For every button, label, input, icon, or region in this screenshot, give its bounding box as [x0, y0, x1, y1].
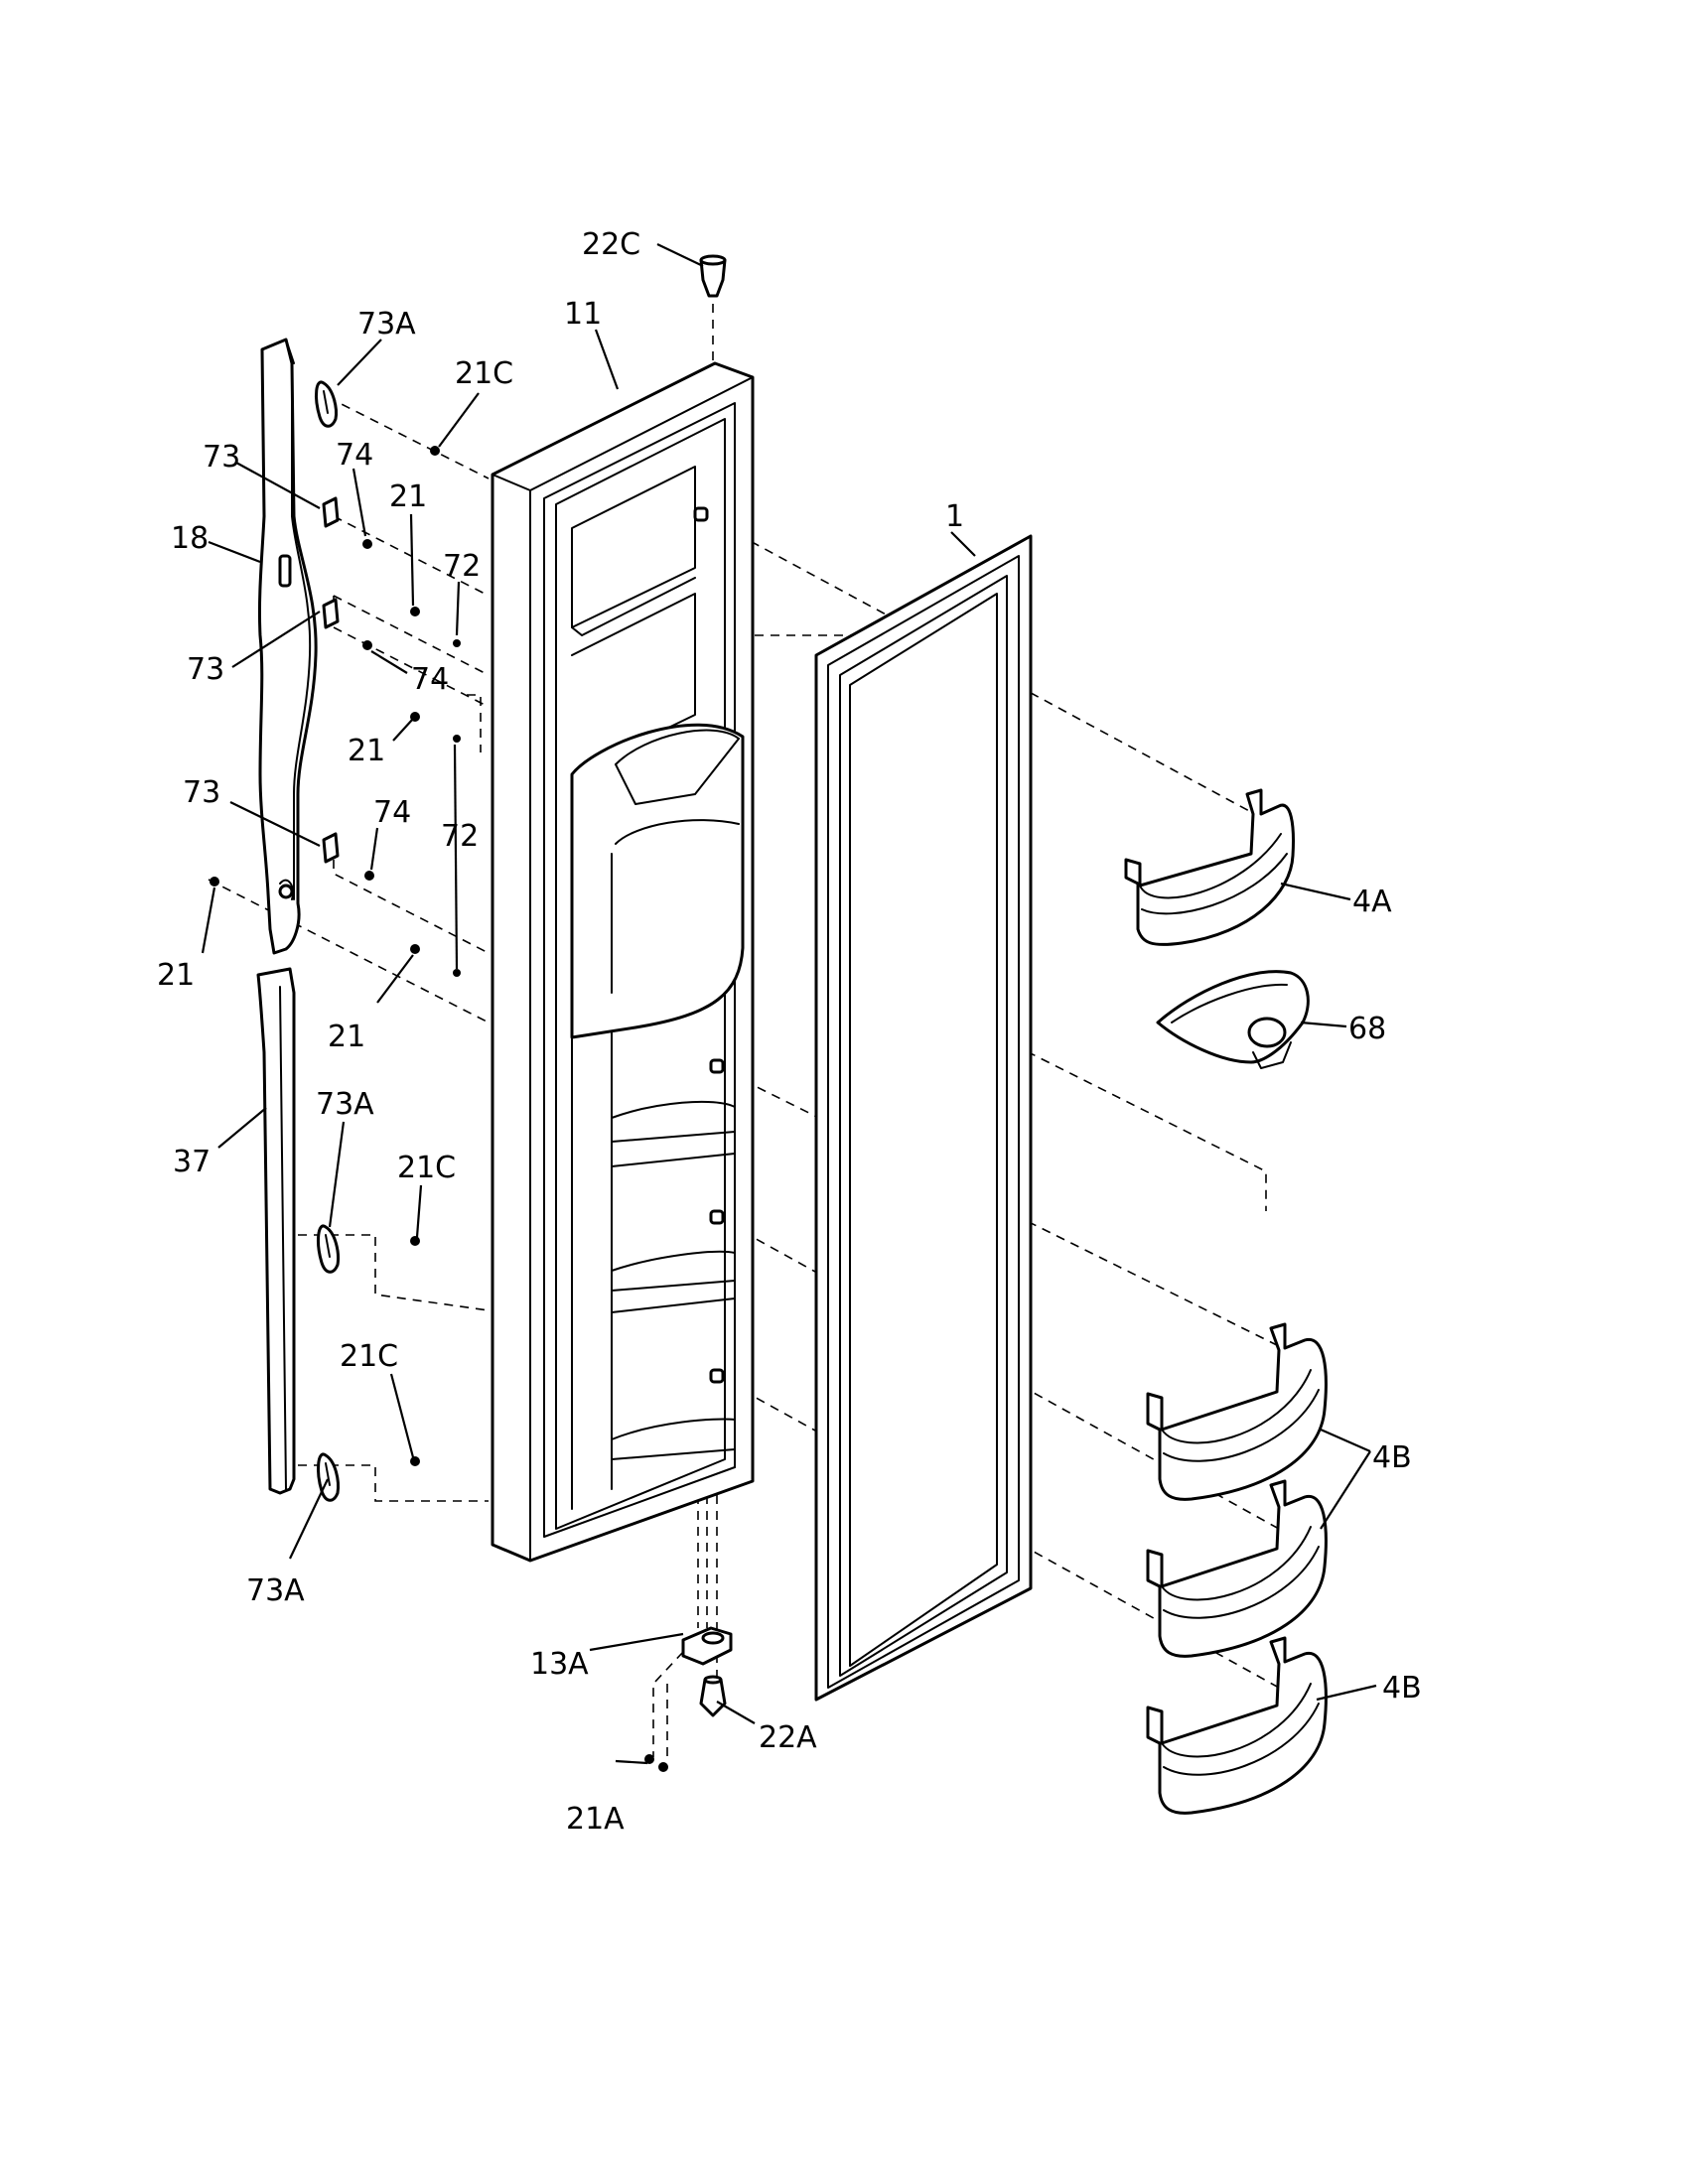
callout-label: 37 [173, 1145, 211, 1179]
callout-label: 4B [1382, 1671, 1422, 1706]
callout-label: 4A [1352, 885, 1392, 919]
callout-labels: 22C 11 73A 21C 73 74 21 72 18 1 73 74 21… [157, 227, 1422, 1837]
callout-label: 68 [1348, 1012, 1386, 1046]
dispenser-funnel-68 [1156, 970, 1310, 1069]
hinge-clips [315, 380, 340, 1502]
handle-lower [256, 967, 296, 1495]
callout-label: 74 [411, 662, 449, 697]
shelf-bin-4b-3 [1146, 1636, 1328, 1815]
screws [210, 446, 668, 1772]
callout-label: 73 [203, 440, 240, 475]
bottom-hinge [681, 1626, 733, 1717]
callout-label: 21 [157, 958, 195, 993]
callout-label: 13A [530, 1647, 589, 1682]
callout-label: 21A [566, 1802, 625, 1837]
callout-label: 1 [945, 499, 964, 534]
callout-label: 74 [373, 795, 411, 830]
door-gasket [814, 534, 1033, 1702]
callout-label: 21C [397, 1151, 456, 1185]
leader-lines [201, 243, 1377, 1765]
callout-label: 72 [443, 549, 481, 584]
callout-label: 11 [564, 297, 602, 332]
callout-label: 73A [316, 1087, 374, 1122]
callout-label: 4B [1372, 1440, 1412, 1475]
callout-label: 21 [328, 1020, 365, 1054]
callout-label: 74 [336, 438, 373, 473]
door-assembly [491, 361, 755, 1563]
callout-label: 21 [348, 734, 385, 768]
callout-label: 21C [455, 356, 513, 391]
callout-label: 72 [441, 819, 479, 854]
shelf-bin-4b-1 [1146, 1322, 1328, 1501]
handle-upper [257, 338, 318, 955]
callout-label: 73 [187, 652, 224, 687]
shelf-bin-4b-2 [1146, 1479, 1328, 1658]
callout-label: 22C [582, 227, 640, 262]
callout-label: 73A [357, 307, 416, 341]
hinge-pin-cap [699, 254, 727, 298]
callout-label: 21C [340, 1339, 398, 1374]
callout-label: 73 [183, 775, 220, 810]
shelf-bin-4a [1124, 788, 1295, 946]
callout-label: 22A [759, 1720, 817, 1755]
callout-label: 21 [389, 479, 427, 514]
callout-label: 18 [171, 521, 209, 556]
callout-label: 73A [246, 1573, 305, 1608]
